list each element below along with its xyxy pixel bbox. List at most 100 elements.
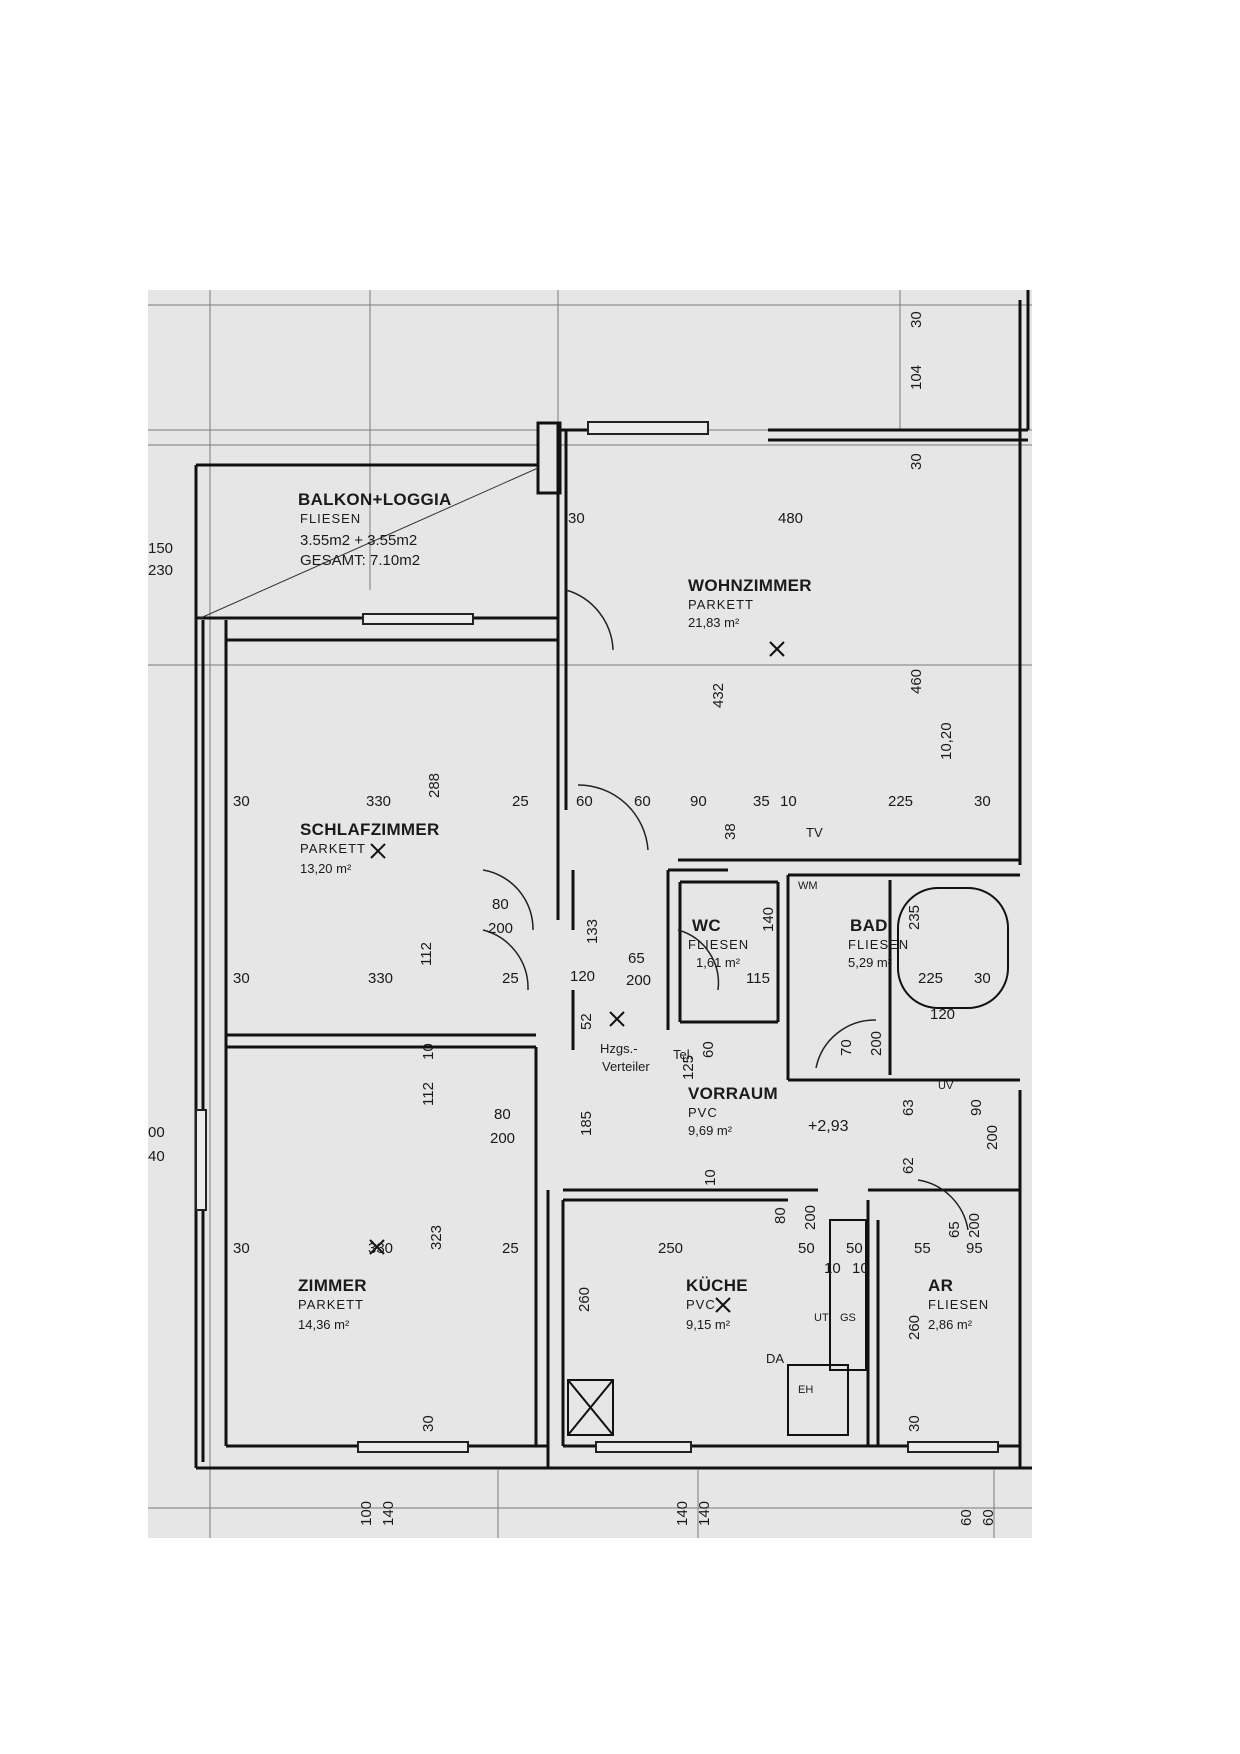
bad-area: 5,29 m² <box>848 955 893 970</box>
wohnzimmer-area: 21,83 m² <box>688 615 740 630</box>
dim-30: 30 <box>420 1415 437 1432</box>
dim-35: 35 <box>753 793 770 810</box>
dim-40: 40 <box>148 1148 165 1165</box>
dim-250: 250 <box>658 1240 684 1257</box>
gs-label: GS <box>840 1312 856 1324</box>
dim-260: 260 <box>906 1314 923 1340</box>
dim-52: 52 <box>578 1013 595 1030</box>
wc-name: WC <box>692 916 721 935</box>
schlafzimmer-name: SCHLAFZIMMER <box>300 820 440 839</box>
grid-lines <box>148 290 1032 1538</box>
dim-200: 200 <box>802 1204 819 1230</box>
zimmer-name: ZIMMER <box>298 1276 367 1295</box>
dim-112: 112 <box>418 942 435 966</box>
floor-plan-sheet: BALKON+LOGGIA FLIESEN 3.55m2 + 3.55m2 GE… <box>148 290 1032 1538</box>
dim-80: 80 <box>492 896 509 913</box>
dim-60: 60 <box>700 1041 717 1058</box>
dim-120: 120 <box>930 1006 956 1023</box>
dim-330: 330 <box>366 793 392 810</box>
dim-50: 50 <box>846 1240 863 1257</box>
floor-plan-drawing <box>148 290 1032 1538</box>
hzgs-label-2: Verteiler <box>602 1059 650 1074</box>
dim-185: 185 <box>578 1110 595 1136</box>
dim-150: 150 <box>148 540 174 557</box>
zimmer-area: 14,36 m² <box>298 1317 350 1332</box>
dim-30: 30 <box>233 793 250 810</box>
dim-63: 63 <box>900 1099 917 1116</box>
dim-30: 30 <box>906 1415 923 1432</box>
dim-112: 112 <box>420 1082 437 1106</box>
bad-name: BAD <box>850 916 888 935</box>
dim-330: 330 <box>368 1240 394 1257</box>
dim-330: 330 <box>368 970 394 987</box>
tv-label: TV <box>806 825 823 840</box>
dim-235: 235 <box>906 904 923 930</box>
dim-200: 200 <box>966 1212 983 1238</box>
dim-55: 55 <box>914 1240 931 1257</box>
dim-30: 30 <box>974 970 991 987</box>
schlafzimmer-floor: PARKETT <box>300 841 366 856</box>
dim-25: 25 <box>502 970 519 987</box>
dim-200: 200 <box>626 972 652 989</box>
dim-90: 90 <box>690 793 707 810</box>
dim-323: 323 <box>428 1224 445 1250</box>
balkon-floor: FLIESEN <box>300 511 362 526</box>
dim-70: 70 <box>838 1039 855 1056</box>
dim-200: 200 <box>490 1130 516 1147</box>
dim-140: 140 <box>674 1500 691 1526</box>
ar-floor: FLIESEN <box>928 1297 990 1312</box>
balkon-area-detail: 3.55m2 + 3.55m2 <box>300 532 418 549</box>
schlafzimmer-area: 13,20 m² <box>300 861 352 876</box>
dim-140: 140 <box>760 906 777 932</box>
dim-10: 10 <box>702 1169 719 1186</box>
dim-10: 10 <box>420 1043 437 1060</box>
dim-95: 95 <box>966 1240 983 1257</box>
dim-288: 288 <box>426 772 443 798</box>
dim-125: 125 <box>680 1054 697 1080</box>
ar-name: AR <box>928 1276 954 1295</box>
dim-30: 30 <box>233 970 250 987</box>
dim-133: 133 <box>584 918 601 944</box>
da-label: DA <box>766 1351 785 1366</box>
dim-10: 10 <box>824 1260 841 1277</box>
dim-140: 140 <box>380 1500 397 1526</box>
ut-label: UT <box>814 1312 829 1324</box>
dim-00: 00 <box>148 1124 165 1141</box>
balkon-name: BALKON+LOGGIA <box>298 490 452 509</box>
kueche-area: 9,15 m² <box>686 1317 731 1332</box>
dim-30: 30 <box>908 453 925 470</box>
wc-floor: FLIESEN <box>688 937 750 952</box>
tel-label: Tel. <box>673 1047 694 1062</box>
dim-230: 230 <box>148 562 174 579</box>
vorraum-area: 9,69 m² <box>688 1123 733 1138</box>
dim-80: 80 <box>494 1106 511 1123</box>
vorraum-floor: PVC <box>688 1105 718 1120</box>
dim-200: 200 <box>984 1124 1001 1150</box>
dim-30: 30 <box>974 793 991 810</box>
dim-10-20: 10,20 <box>938 722 955 760</box>
dim-60: 60 <box>958 1509 975 1526</box>
dim-432: 432 <box>710 682 727 708</box>
dim-225: 225 <box>918 970 944 987</box>
dim-200: 200 <box>488 920 514 937</box>
dim-104: 104 <box>908 364 925 390</box>
light-markers <box>369 641 785 1313</box>
dim-480: 480 <box>778 510 804 527</box>
dim-60: 60 <box>634 793 651 810</box>
dim-90: 90 <box>968 1099 985 1116</box>
vorraum-name: VORRAUM <box>688 1084 778 1103</box>
dim-10: 10 <box>780 793 797 810</box>
dim-50: 50 <box>798 1240 815 1257</box>
dim-60: 60 <box>980 1509 997 1526</box>
dim-65: 65 <box>946 1221 963 1238</box>
dim-115: 115 <box>746 970 770 987</box>
dim-140: 140 <box>696 1500 713 1526</box>
kueche-floor: PVC <box>686 1297 716 1312</box>
kueche-name: KÜCHE <box>686 1276 748 1295</box>
dim-38: 38 <box>722 823 739 840</box>
dim-225: 225 <box>888 793 914 810</box>
dim-25: 25 <box>502 1240 519 1257</box>
balcony-diagonal <box>195 467 539 621</box>
balkon-total: GESAMT: 7.10m2 <box>300 552 421 569</box>
dim-65: 65 <box>628 950 645 967</box>
